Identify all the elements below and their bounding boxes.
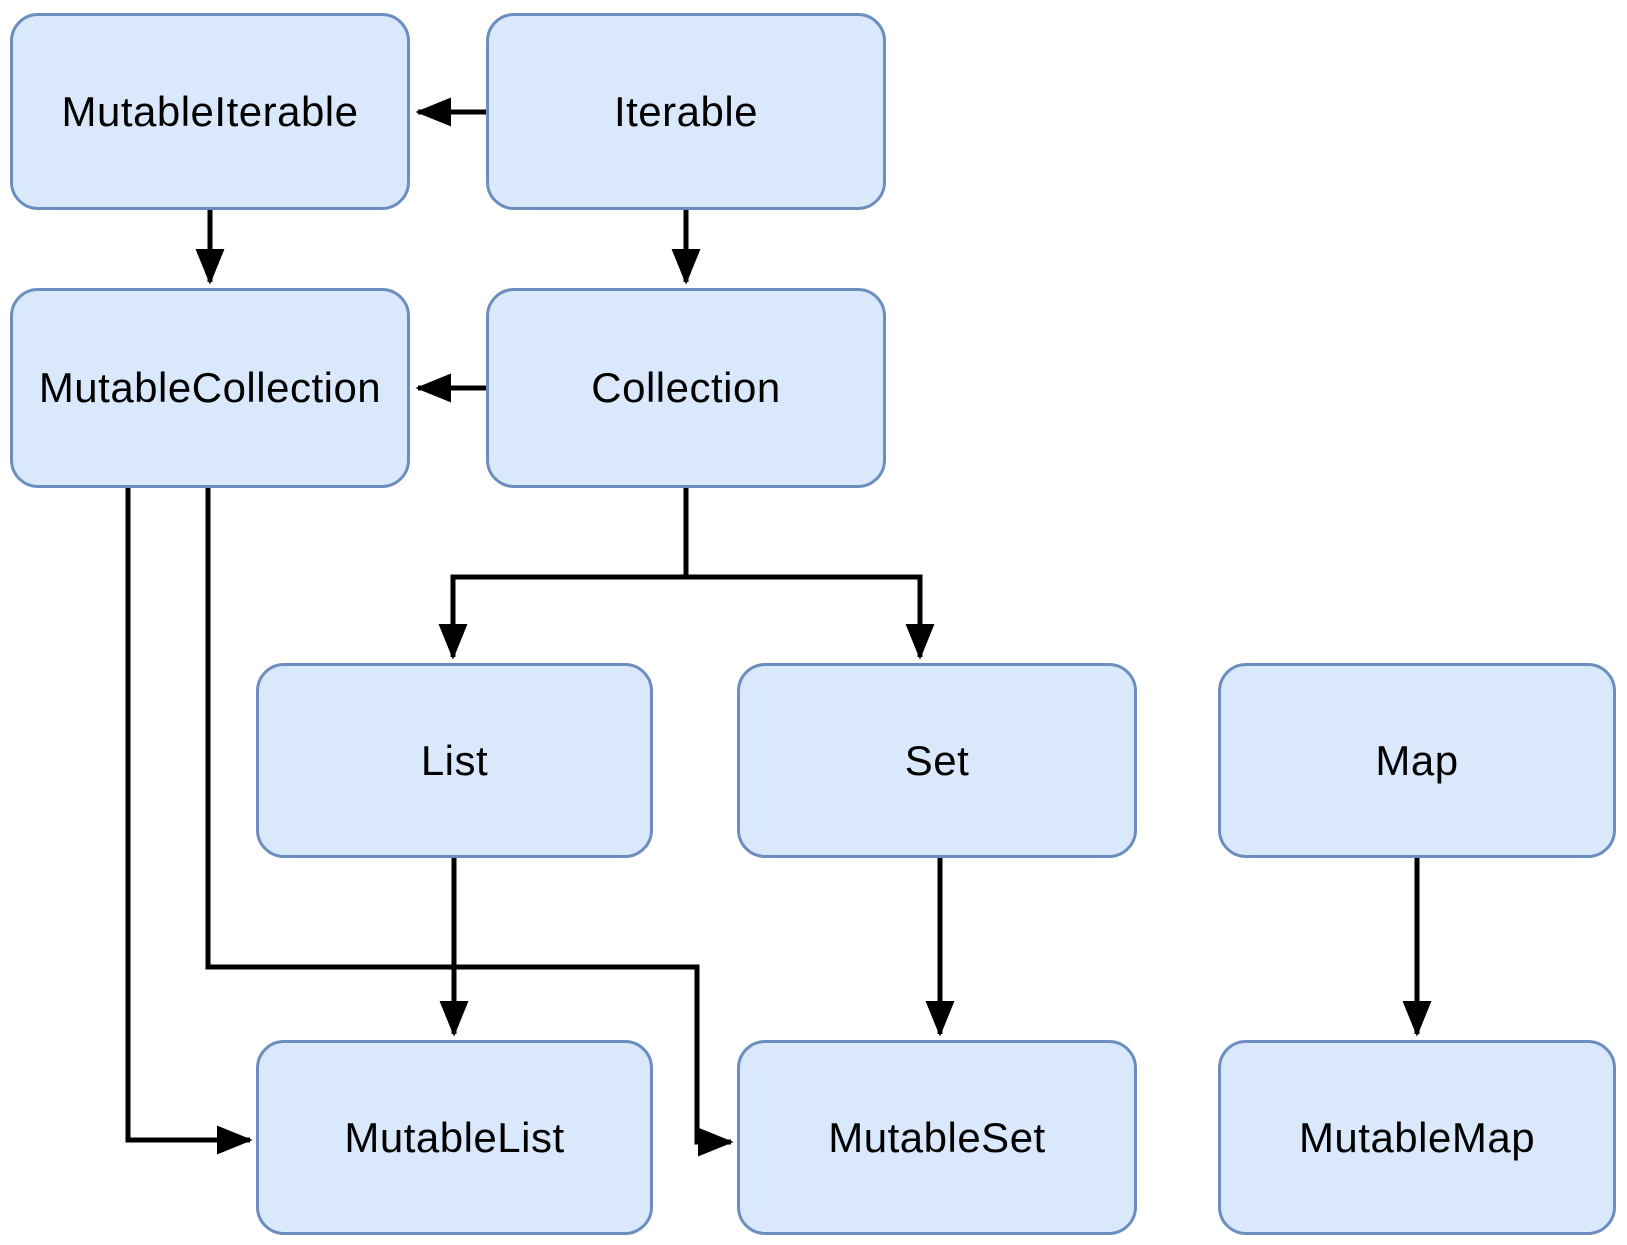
node-label: MutableSet <box>828 1113 1046 1161</box>
node-mutable-set: MutableSet <box>737 1040 1137 1235</box>
edge-collection-to-list <box>438 488 689 660</box>
node-label: MutableCollection <box>38 364 382 411</box>
node-label: MutableMap <box>1298 1113 1536 1161</box>
node-label: List <box>420 736 489 784</box>
node-mutable-list: MutableList <box>256 1040 653 1235</box>
node-set: Set <box>737 663 1137 858</box>
node-label: Map <box>1375 736 1459 784</box>
node-label: MutableList <box>344 1113 565 1161</box>
edge-mutablecollection-to-mutablelist <box>125 488 253 1155</box>
node-iterable: Iterable <box>486 13 886 210</box>
node-mutable-collection: MutableCollection <box>10 288 410 488</box>
node-label: MutableIterable <box>61 87 359 135</box>
node-label: Collection <box>591 364 781 411</box>
edge-mutablecollection-to-mutableset <box>205 488 734 1157</box>
node-label: Iterable <box>613 87 759 135</box>
node-mutable-iterable: MutableIterable <box>10 13 410 210</box>
node-list: List <box>256 663 653 858</box>
node-mutable-map: MutableMap <box>1218 1040 1616 1235</box>
node-map: Map <box>1218 663 1616 858</box>
edge-collection-to-set <box>683 488 935 660</box>
node-label: Set <box>904 736 970 784</box>
node-collection: Collection <box>486 288 886 488</box>
